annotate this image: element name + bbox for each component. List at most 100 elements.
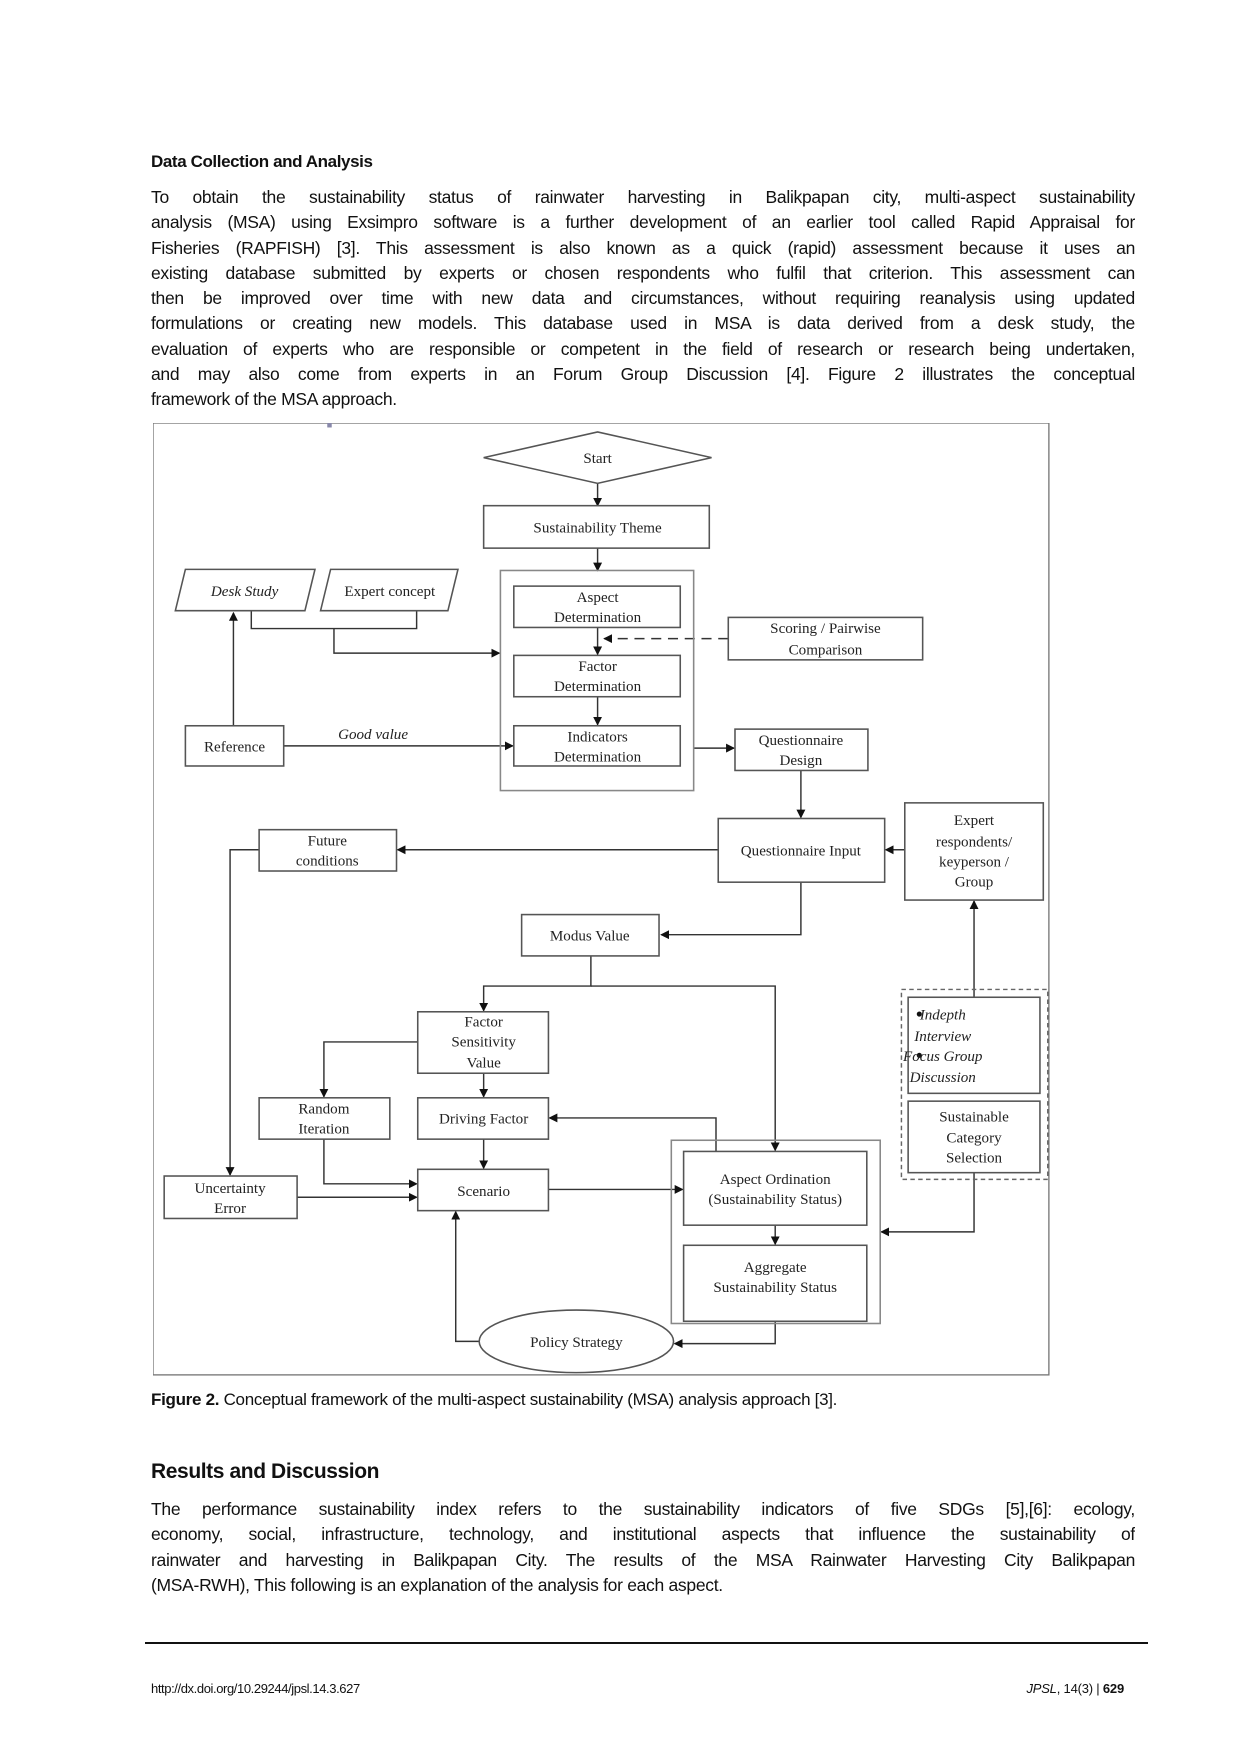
- svg-text:Driving Factor: Driving Factor: [439, 1112, 528, 1128]
- svg-text:Aspect Ordination: Aspect Ordination: [720, 1172, 831, 1188]
- paragraph-results: The performance sustainability index ref…: [151, 1497, 1135, 1598]
- svg-text:conditions: conditions: [296, 853, 359, 869]
- node-uncertainty-error: Uncertainty Error: [163, 1175, 298, 1220]
- text-line: and may also come from experts in an For…: [151, 364, 1135, 385]
- svg-text:Iteration: Iteration: [298, 1122, 350, 1138]
- svg-text:Focus Group: Focus Group: [902, 1049, 983, 1065]
- footer-citation: JPSL, 14(3) | 629: [1026, 1681, 1124, 1696]
- svg-text:Start: Start: [583, 451, 612, 467]
- svg-text:Expert concept: Expert concept: [344, 584, 436, 600]
- text-line: The performance sustainability index ref…: [151, 1499, 1135, 1519]
- node-expert-concept: Expert concept: [319, 568, 459, 612]
- section-heading: Data Collection and Analysis: [151, 152, 373, 171]
- svg-text:Aspect: Aspect: [577, 590, 620, 606]
- svg-text:Modus Value: Modus Value: [550, 928, 630, 944]
- text-line: then be improved over time with new data…: [151, 288, 1135, 309]
- results-heading: Results and Discussion: [151, 1460, 380, 1483]
- node-scoring-pairwise: Scoring / Pairwise Comparison: [727, 616, 924, 661]
- node-start: Start: [483, 431, 712, 485]
- journal-issue: , 14(3) |: [1056, 1681, 1103, 1696]
- figure-caption: Figure 2. Conceptual framework of the mu…: [151, 1390, 837, 1410]
- node-questionnaire-design: Questionnaire Design: [734, 728, 869, 772]
- svg-text:keyperson /: keyperson /: [939, 855, 1010, 871]
- svg-text:(Sustainability Status): (Sustainability Status): [708, 1192, 842, 1208]
- node-driving-factor: Driving Factor: [416, 1097, 550, 1140]
- svg-text:Category: Category: [946, 1130, 1002, 1146]
- svg-text:Scenario: Scenario: [457, 1184, 510, 1200]
- svg-text:Questionnaire Input: Questionnaire Input: [741, 843, 862, 859]
- svg-text:Discussion: Discussion: [909, 1070, 976, 1086]
- svg-text:Determination: Determination: [554, 610, 642, 626]
- svg-text:Indepth: Indepth: [919, 1008, 966, 1024]
- svg-text:Factor: Factor: [464, 1014, 503, 1030]
- node-factor-sensitivity: Factor Sensitivity Value: [416, 1010, 550, 1075]
- node-questionnaire-input: Questionnaire Input: [717, 817, 886, 883]
- node-policy-strategy: Policy Strategy: [478, 1309, 675, 1374]
- status-group: [670, 1139, 881, 1325]
- text-line: (MSA-RWH), This following is an explanat…: [151, 1574, 723, 1595]
- svg-text:Policy Strategy: Policy Strategy: [530, 1335, 623, 1351]
- svg-text:Indicators: Indicators: [567, 729, 627, 745]
- label-good-value: Good value: [338, 727, 408, 743]
- caption-label: Figure 2.: [151, 1390, 220, 1409]
- svg-text:Reference: Reference: [204, 739, 265, 755]
- node-factor-determination: Factor Determination: [513, 654, 682, 698]
- svg-text:Sustainability Theme: Sustainability Theme: [533, 520, 662, 536]
- text-line: Fisheries (RAPFISH) [3]. This assessment…: [151, 237, 1135, 258]
- node-aggregate-status: Aggregate Sustainability Status: [682, 1244, 868, 1323]
- svg-text:Error: Error: [214, 1201, 246, 1217]
- journal-name: JPSL: [1026, 1681, 1057, 1696]
- node-modus-value: Modus Value: [520, 913, 660, 957]
- svg-text:Determination: Determination: [554, 750, 642, 766]
- svg-text:Design: Design: [780, 753, 823, 769]
- text-line: To obtain the sustainability status of r…: [151, 187, 1135, 207]
- svg-text:Desk Study: Desk Study: [210, 584, 279, 600]
- svg-text:respondents/: respondents/: [936, 834, 1013, 850]
- determination-group: [499, 569, 695, 792]
- msa-framework-diagram: Start Sustainability Theme Aspect Determ…: [153, 423, 1050, 1376]
- page-number: 629: [1102, 1681, 1124, 1696]
- svg-text:Uncertainty: Uncertainty: [194, 1181, 266, 1197]
- node-indepth-fgd: Indepth Interview Focus Group Discussion: [902, 996, 1041, 1095]
- node-desk-study: Desk Study: [174, 568, 316, 612]
- svg-text:Scoring / Pairwise: Scoring / Pairwise: [770, 621, 881, 637]
- paragraph-data-collection: To obtain the sustainability status of r…: [151, 185, 1135, 413]
- svg-text:Sensitivity: Sensitivity: [451, 1034, 516, 1050]
- svg-text:Group: Group: [955, 875, 994, 891]
- expert-methods-group: [900, 988, 1049, 1181]
- node-sustainable-category: Sustainable Category Selection: [907, 1100, 1041, 1174]
- connector-lines: [225, 483, 979, 1349]
- node-future-conditions: Future conditions: [258, 828, 398, 872]
- svg-text:Comparison: Comparison: [789, 642, 863, 658]
- node-scenario: Scenario: [416, 1168, 550, 1212]
- svg-text:Value: Value: [466, 1056, 501, 1072]
- node-aspect-ordination: Aspect Ordination (Sustainability Status…: [682, 1150, 868, 1226]
- node-random-iteration: Random Iteration: [258, 1097, 391, 1140]
- node-indicators-determination: Indicators Determination: [513, 724, 682, 767]
- node-reference: Reference: [184, 724, 285, 767]
- footer-doi-link[interactable]: http://dx.doi.org/10.29244/jpsl.14.3.627: [151, 1681, 360, 1696]
- svg-text:Selection: Selection: [946, 1151, 1003, 1167]
- node-expert-respondents: Expert respondents/ keyperson / Group: [904, 802, 1045, 901]
- svg-text:Expert: Expert: [954, 813, 995, 829]
- svg-text:Determination: Determination: [554, 679, 642, 695]
- text-line: rainwater and harvesting in Balikpapan C…: [151, 1549, 1135, 1570]
- text-line: economy, social, infrastructure, technol…: [151, 1524, 1135, 1545]
- svg-text:Interview: Interview: [913, 1029, 971, 1045]
- svg-text:Questionnaire: Questionnaire: [759, 733, 844, 749]
- text-line: formulations or creating new models. Thi…: [151, 313, 1135, 334]
- svg-text:Sustainability Status: Sustainability Status: [713, 1280, 837, 1296]
- svg-text:Factor: Factor: [578, 659, 617, 675]
- svg-text:Sustainable: Sustainable: [939, 1109, 1009, 1125]
- caption-text: Conceptual framework of the multi-aspect…: [219, 1390, 838, 1409]
- node-sustainability-theme: Sustainability Theme: [482, 504, 711, 549]
- node-aspect-determination: Aspect Determination: [513, 585, 682, 629]
- text-line: evaluation of experts who are responsibl…: [151, 338, 1135, 359]
- svg-text:Future: Future: [308, 833, 348, 849]
- text-line: existing database submitted by experts o…: [151, 262, 1135, 283]
- footer-rule: [145, 1642, 1148, 1644]
- svg-text:Aggregate: Aggregate: [744, 1260, 807, 1276]
- svg-text:Random: Random: [298, 1101, 349, 1117]
- text-line: framework of the MSA approach.: [151, 389, 397, 410]
- text-line: analysis (MSA) using Exsimpro software i…: [151, 212, 1135, 233]
